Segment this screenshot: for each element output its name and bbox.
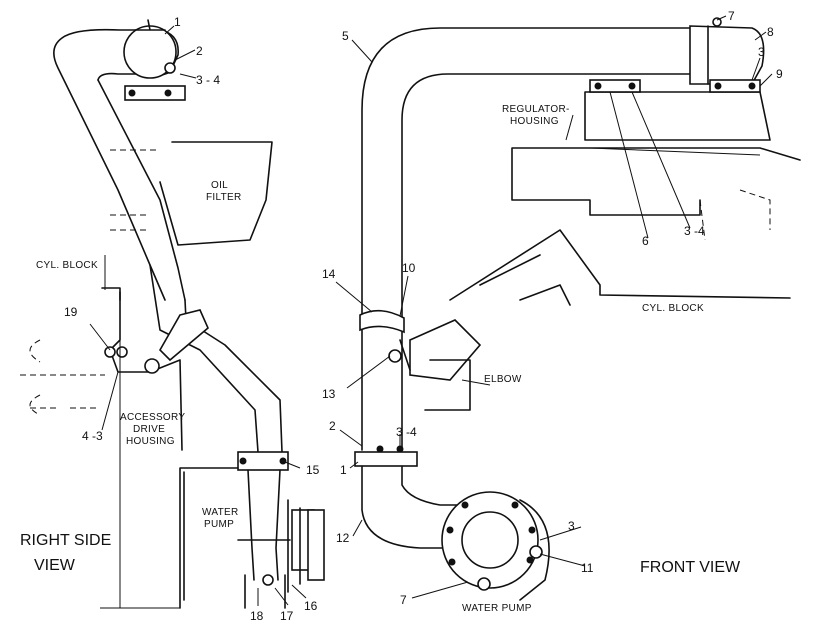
rs-bolt	[164, 62, 176, 74]
fv-callout-2: 2	[329, 419, 336, 433]
right-side-view-title-line1: RIGHT SIDE	[20, 532, 111, 549]
fv-callout-1: 1	[340, 463, 347, 477]
fv-label-regulator-line1: REGULATOR-	[502, 104, 570, 115]
fv-callout-10: 10	[402, 261, 416, 275]
fv-callout-7-top: 7	[728, 9, 735, 23]
rs-callout-18: 18	[250, 609, 264, 623]
fv-callout-3-low: 3	[568, 519, 575, 533]
rs-callout-15: 15	[306, 463, 320, 477]
fv-callout-8: 8	[767, 25, 774, 39]
right-side-view	[20, 19, 325, 609]
rs-callout-3-4: 3 - 4	[196, 73, 220, 87]
fv-callout-12: 12	[336, 531, 350, 545]
fv-callout-3-4-mid: 3 -4	[684, 224, 705, 238]
fv-large-pipe	[361, 27, 691, 451]
rs-callout-4-3: 4 -3	[82, 429, 103, 443]
rs-label-acc-line2: DRIVE	[133, 424, 165, 435]
fv-callout-7-low: 7	[400, 593, 407, 607]
fv-label-elbow: ELBOW	[484, 374, 522, 385]
fv-callout-5: 5	[342, 29, 349, 43]
rs-label-cyl-block: CYL. BLOCK	[36, 260, 98, 271]
right-side-view-title-line2: VIEW	[34, 557, 76, 574]
fv-cyl-block	[449, 229, 791, 301]
front-view-title: FRONT VIEW	[640, 559, 741, 576]
rs-label-acc-line3: HOUSING	[126, 436, 175, 447]
rs-callout-19: 19	[64, 305, 78, 319]
fv-callout-14: 14	[322, 267, 336, 281]
fv-callout-9: 9	[776, 67, 783, 81]
fv-callout-11: 11	[581, 561, 594, 575]
rs-water-pump	[179, 467, 291, 609]
rs-callout-16: 16	[304, 599, 318, 613]
rs-oil-filter	[159, 141, 273, 246]
fv-callout-13: 13	[322, 387, 336, 401]
fv-label-cyl-block: CYL. BLOCK	[642, 303, 704, 314]
fv-callout-3-4-low: 3 -4	[396, 425, 417, 439]
rs-callout-17: 17	[280, 609, 294, 623]
rs-label-wp-line1: WATER	[202, 507, 239, 518]
rs-label-oil-line1: OIL	[211, 180, 228, 191]
fv-label-regulator-line2: HOUSING	[510, 116, 559, 127]
fv-callout-3-top: 3	[758, 45, 765, 59]
fv-callout-6: 6	[642, 234, 649, 248]
fv-label-water-pump: WATER PUMP	[462, 603, 532, 614]
rs-label-oil-line2: FILTER	[206, 192, 242, 203]
rs-label-wp-line2: PUMP	[204, 519, 234, 530]
rs-callout-1: 1	[174, 15, 181, 29]
fv-regulator-housing	[584, 91, 771, 141]
rs-callout-2: 2	[196, 44, 203, 58]
front-view	[335, 15, 801, 601]
rs-label-acc-line1: ACCESSORY	[120, 412, 185, 423]
